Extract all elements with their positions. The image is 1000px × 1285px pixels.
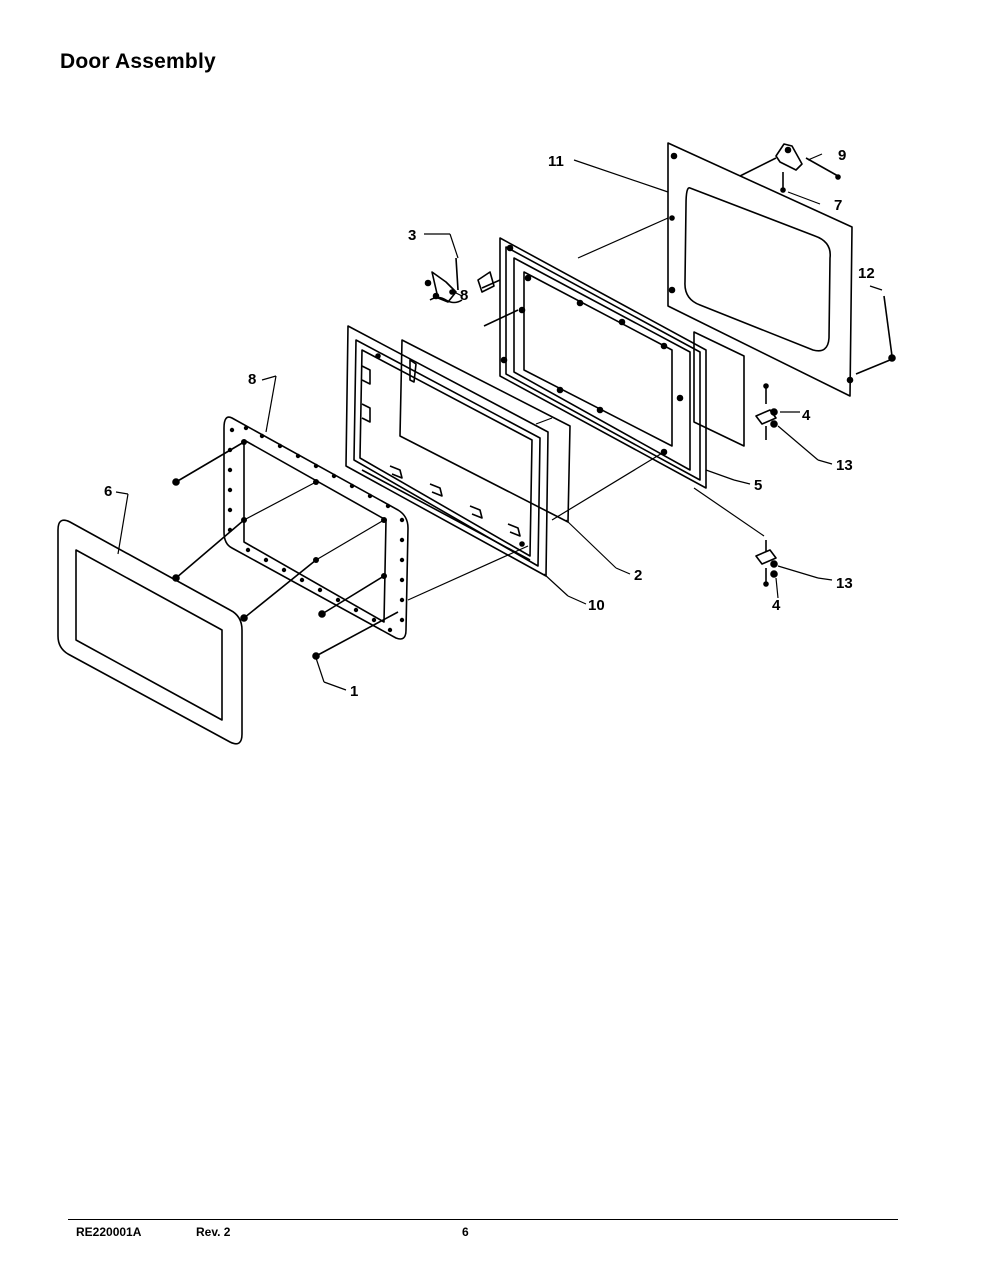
callout-13-lower: 13 <box>836 575 853 592</box>
callout-1: 1 <box>350 683 358 700</box>
callout-9: 9 <box>838 147 846 164</box>
callout-4-upper: 4 <box>802 407 811 424</box>
screw-12 <box>855 295 896 375</box>
door-frame <box>345 325 549 577</box>
callout-7: 7 <box>834 197 842 214</box>
callout-leaders <box>115 153 883 691</box>
footer-page-number: 6 <box>462 1225 469 1239</box>
hinge-lower <box>755 540 778 587</box>
door-switch-actuator <box>424 257 519 327</box>
callout-3: 3 <box>408 227 416 244</box>
latch-hook <box>739 143 841 193</box>
footer-doc-number: RE220001A <box>76 1225 142 1239</box>
footer-revision: Rev. 2 <box>196 1225 231 1239</box>
callout-13-upper: 13 <box>836 457 853 474</box>
callout-2: 2 <box>634 567 642 584</box>
alignment-lines <box>243 217 765 601</box>
callout-12: 12 <box>858 265 875 282</box>
callout-10: 10 <box>588 597 605 614</box>
footer-rule <box>68 1219 898 1220</box>
back-panel <box>667 142 854 397</box>
callout-11: 11 <box>548 153 564 170</box>
page-title: Door Assembly <box>60 50 216 73</box>
callout-8: 8 <box>248 371 256 388</box>
outer-door-panel <box>57 519 243 745</box>
callout-4-lower: 4 <box>772 597 781 614</box>
callout-8-upper: 8 <box>460 287 468 304</box>
callout-labels: 11 9 7 3 8 12 8 4 13 6 5 2 13 10 4 1 <box>104 147 875 700</box>
callout-6: 6 <box>104 483 112 500</box>
screws-1 <box>172 441 399 660</box>
door-gasket <box>223 416 409 640</box>
inner-door-frame <box>481 237 707 489</box>
hinge-upper <box>693 331 778 447</box>
callout-5: 5 <box>754 477 762 494</box>
